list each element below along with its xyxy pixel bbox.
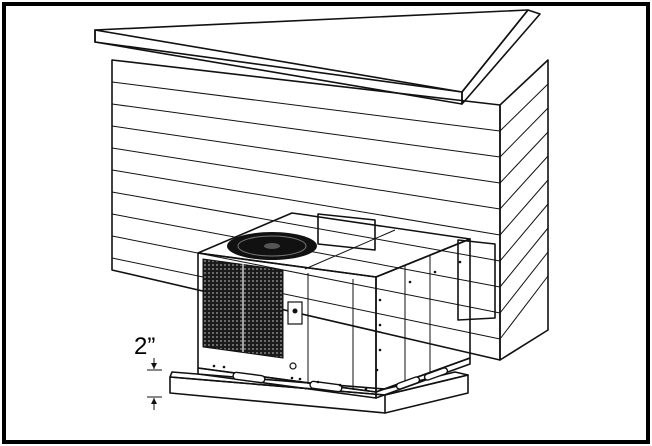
disconnect-knob xyxy=(292,308,298,314)
screw xyxy=(378,323,382,327)
siding-course xyxy=(111,103,501,158)
siding-course xyxy=(499,107,549,158)
wall-side xyxy=(499,59,549,361)
siding-course xyxy=(499,155,549,210)
fan-hub xyxy=(264,243,280,249)
siding-course xyxy=(111,81,501,132)
siding-course xyxy=(499,83,549,132)
return-duct xyxy=(457,239,496,321)
screw xyxy=(364,387,368,391)
screw xyxy=(375,368,379,372)
siding-course xyxy=(111,147,501,210)
clearance-dimension: 2” xyxy=(134,333,162,410)
siding-course xyxy=(499,227,549,288)
fan-ring xyxy=(237,235,307,257)
drain-port xyxy=(289,362,297,370)
dim-arrow-bottom xyxy=(151,398,157,404)
clearance-label: 2” xyxy=(134,333,155,360)
panel-screws xyxy=(212,260,462,391)
forklift-slot-2 xyxy=(309,380,343,393)
siding-side xyxy=(499,83,549,340)
supply-duct xyxy=(317,213,376,251)
screw xyxy=(338,383,342,387)
siding-course xyxy=(499,251,549,314)
siding-course xyxy=(111,191,501,262)
siding-course xyxy=(499,131,549,184)
screw xyxy=(298,377,302,381)
screw xyxy=(316,380,320,384)
screw xyxy=(212,364,216,368)
screw xyxy=(290,376,294,380)
siding-course xyxy=(499,203,549,262)
ductwork xyxy=(317,213,496,321)
siding-course xyxy=(499,179,549,236)
siding-course xyxy=(111,169,501,236)
screw xyxy=(408,280,412,284)
screw xyxy=(222,365,226,369)
forklift-slot-4 xyxy=(423,367,449,381)
dim-arrow-top xyxy=(151,363,157,369)
screw xyxy=(458,260,462,264)
screw xyxy=(433,270,437,274)
roof-rake xyxy=(461,9,541,105)
forklift-slot-3 xyxy=(395,376,421,390)
packaged-unit xyxy=(197,212,471,399)
siding-course xyxy=(499,275,549,340)
screw xyxy=(378,348,382,352)
unit-top-seam xyxy=(304,229,396,270)
siding-course xyxy=(111,257,501,340)
house-wall xyxy=(111,59,549,361)
roof-eave xyxy=(94,9,541,105)
screw xyxy=(378,298,382,302)
forklift-slot-1 xyxy=(232,371,266,384)
siding-course xyxy=(111,125,501,184)
siding-course xyxy=(111,235,501,314)
